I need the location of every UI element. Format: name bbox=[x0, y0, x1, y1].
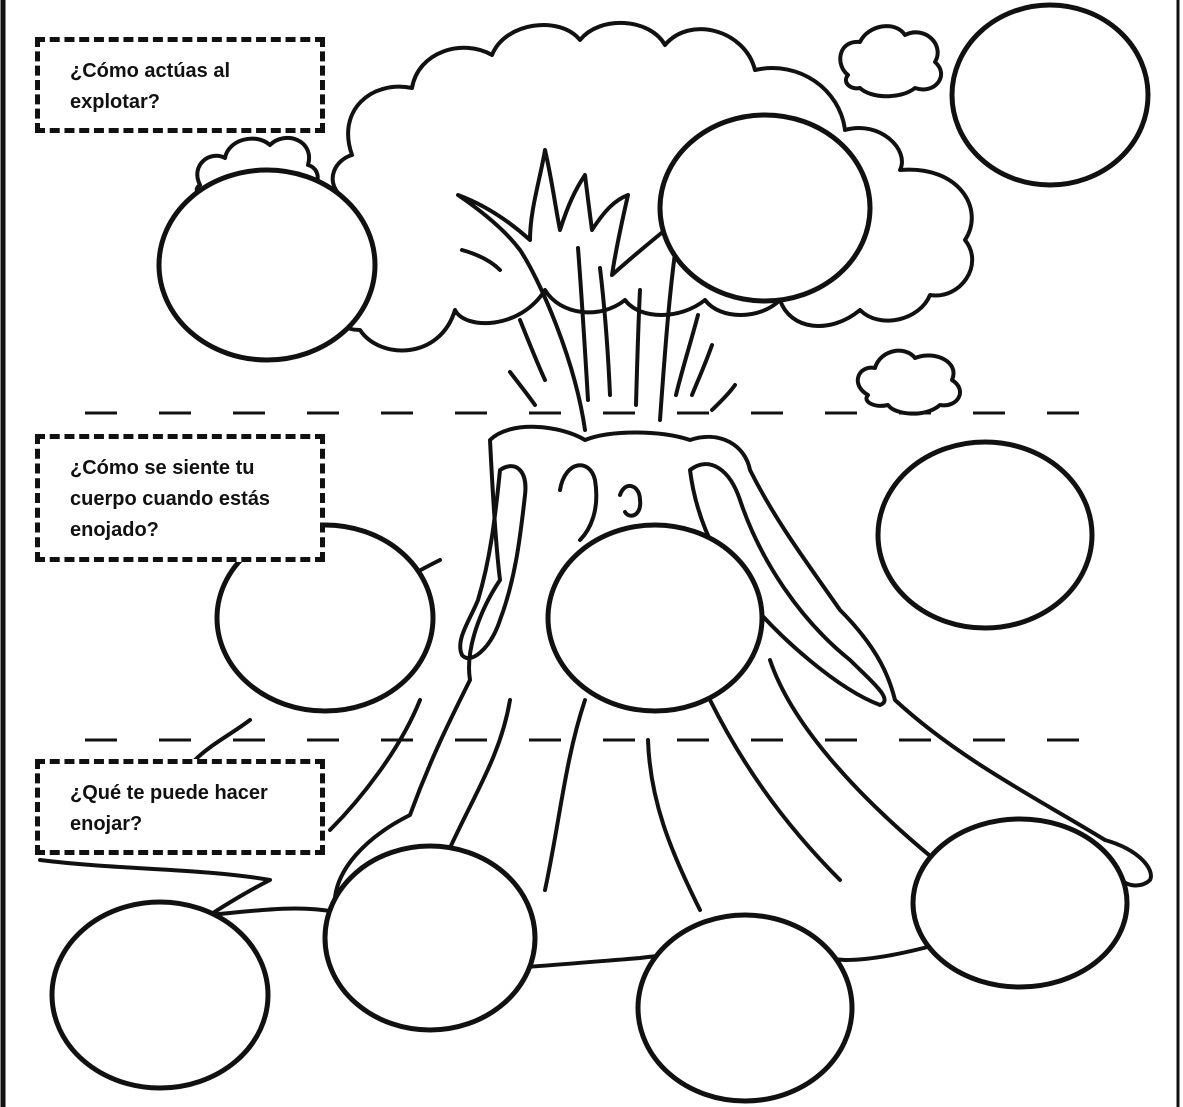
answer-circle[interactable] bbox=[322, 843, 538, 1033]
lava-channel bbox=[193, 718, 252, 762]
answer-circle[interactable] bbox=[875, 439, 1095, 631]
small-cloud-top bbox=[838, 24, 943, 99]
lava-channel bbox=[458, 464, 528, 661]
lava-channel bbox=[558, 463, 599, 542]
question-box-body: ¿Cómo se siente tu cuerpo cuando estás e… bbox=[35, 434, 325, 562]
crevice-line bbox=[543, 698, 587, 892]
answer-circle[interactable] bbox=[156, 167, 378, 363]
spark-line bbox=[518, 318, 547, 382]
lava-channel bbox=[618, 484, 643, 518]
spark-line bbox=[576, 246, 590, 402]
eruption-jet bbox=[456, 148, 682, 432]
answer-circle[interactable] bbox=[949, 2, 1151, 188]
answer-circle[interactable] bbox=[545, 522, 765, 714]
spark-line bbox=[690, 343, 714, 397]
crevice-line bbox=[708, 698, 842, 882]
spark-line bbox=[508, 370, 537, 407]
answer-circle[interactable] bbox=[635, 912, 855, 1104]
question-text-cause: ¿Qué te puede hacer enojar? bbox=[70, 782, 268, 835]
answer-circle[interactable] bbox=[910, 816, 1130, 990]
crevice-line bbox=[646, 738, 702, 912]
spark-line bbox=[460, 248, 502, 272]
crevice-line bbox=[768, 658, 937, 862]
question-box-cause: ¿Qué te puede hacer enojar? bbox=[35, 759, 325, 855]
crevice-line bbox=[438, 698, 512, 872]
answer-circle[interactable] bbox=[49, 899, 271, 1091]
small-cloud-right bbox=[855, 348, 962, 416]
spark-line bbox=[710, 383, 737, 412]
question-box-explode: ¿Cómo actúas al explotar? bbox=[35, 37, 325, 133]
answer-circle[interactable] bbox=[214, 522, 436, 714]
question-text-body: ¿Cómo se siente tu cuerpo cuando estás e… bbox=[70, 457, 271, 541]
spark-line bbox=[634, 288, 642, 407]
spark-line bbox=[598, 266, 612, 397]
answer-circle[interactable] bbox=[657, 112, 873, 304]
question-text-explode: ¿Cómo actúas al explotar? bbox=[70, 60, 231, 113]
spark-line bbox=[674, 313, 700, 397]
crevice-line bbox=[328, 698, 422, 832]
smoke-cloud bbox=[313, 20, 975, 353]
